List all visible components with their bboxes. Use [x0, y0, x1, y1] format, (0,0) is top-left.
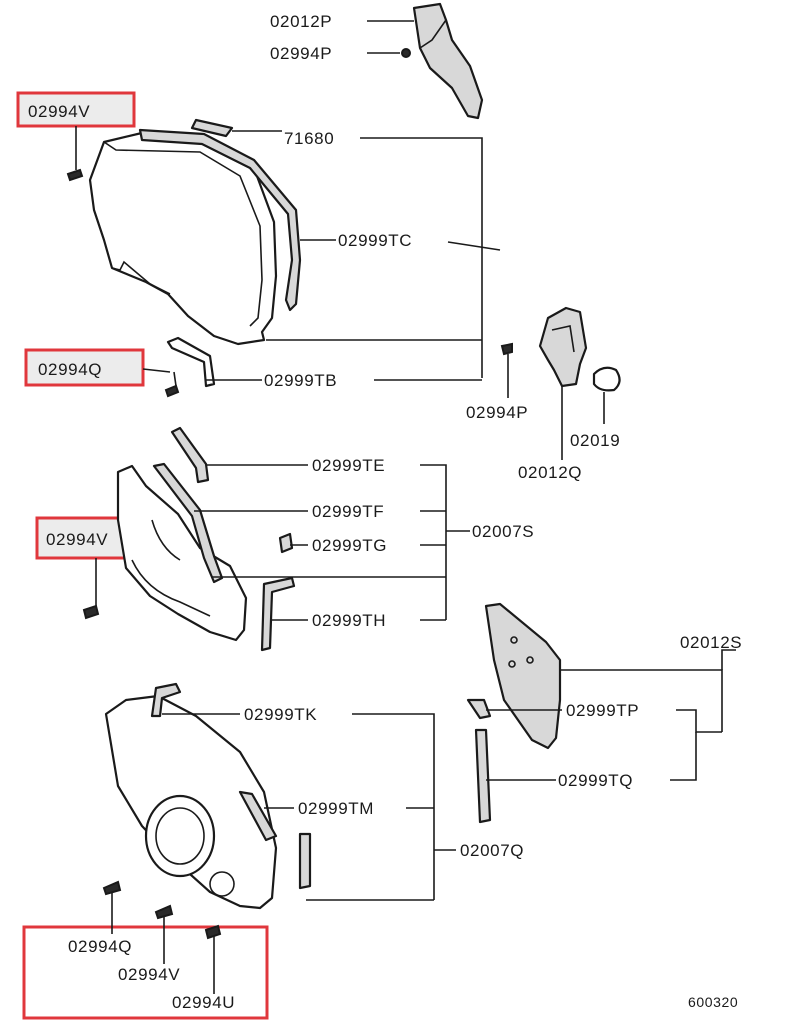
plate-02012S-drawing [484, 602, 562, 750]
bolt-02994Q-top-drawing [164, 371, 180, 398]
label-02994V-bottom: 02994V [118, 965, 180, 984]
bolts-bottom-drawing [102, 880, 222, 940]
label-02999TB: 02999TB [264, 371, 337, 390]
figure-code: 600320 [688, 994, 738, 1010]
label-02994Q-bottom: 02994Q [68, 937, 132, 956]
label-02994P-mid: 02994P [466, 403, 528, 422]
label-02999TE: 02999TE [312, 456, 385, 475]
cap-02019-drawing [592, 366, 621, 392]
seal-02999TG-drawing [278, 532, 294, 554]
leader-lines [75, 20, 736, 994]
seal-02999TK-drawing [150, 682, 182, 718]
label-02019: 02019 [570, 431, 620, 450]
lower-cover-drawing [104, 694, 278, 910]
label-02007S: 02007S [472, 522, 534, 541]
label-02999TH: 02999TH [312, 611, 386, 630]
bolt-02994V-top-drawing [66, 162, 84, 182]
label-02994Q-top: 02994Q [38, 360, 102, 379]
label-02012S: 02012S [680, 633, 742, 652]
label-02994V-top: 02994V [28, 102, 90, 121]
label-02012P: 02012P [270, 12, 332, 31]
label-02999TM: 02999TM [298, 799, 374, 818]
label-02999TF: 02999TF [312, 502, 384, 521]
seal-02999TF-drawing [152, 462, 224, 584]
label-02999TG: 02999TG [312, 536, 387, 555]
highlight-box-bottom-fasteners [22, 925, 269, 1020]
seal-02999TM-drawing [238, 790, 312, 890]
bolt-02994P-mid-drawing [500, 342, 513, 356]
label-02999TQ: 02999TQ [558, 771, 633, 790]
upper-cover-drawing [88, 118, 302, 346]
label-02007Q: 02007Q [460, 841, 524, 860]
bolt-02994V-mid-drawing [82, 604, 100, 620]
label-02012Q: 02012Q [518, 463, 582, 482]
label-02994U: 02994U [172, 993, 235, 1012]
seal-02999TP-drawing [466, 698, 492, 720]
label-02994V-mid: 02994V [46, 530, 108, 549]
bracket-02012Q-drawing [538, 306, 588, 388]
label-02999TK: 02999TK [244, 705, 317, 724]
seal-02999TQ-drawing [474, 728, 492, 824]
label-02994P-top: 02994P [270, 44, 332, 63]
middle-cover-drawing [116, 464, 248, 642]
bracket-02012P-drawing [412, 2, 484, 120]
label-02999TC: 02999TC [338, 231, 412, 250]
label-02999TP: 02999TP [566, 701, 639, 720]
seal-02999TE-drawing [170, 426, 210, 484]
part-labels: 02012P 02994P 02994V 71680 02999TC 02994… [28, 12, 742, 1012]
seal-02999TH-drawing [260, 576, 296, 652]
seal-02999TB-drawing [166, 336, 216, 388]
bolt-02994P-top-drawing [401, 48, 411, 58]
highlight-box-02994Q-top [24, 348, 145, 387]
label-71680: 71680 [284, 129, 334, 148]
